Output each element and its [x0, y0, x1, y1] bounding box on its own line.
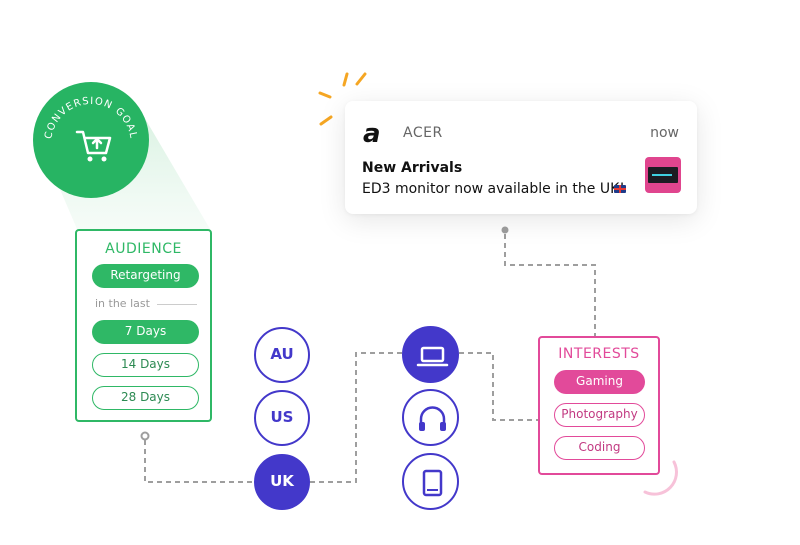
conversion-goal-label: CONVERSION GOAL — [43, 96, 138, 140]
audience-connector — [144, 440, 254, 483]
shopping-cart-icon — [75, 130, 112, 162]
country-device-connector — [310, 352, 402, 483]
notification-body: ED3 monitor now available in the UK! — [362, 181, 625, 197]
duration-option-7-days[interactable]: 7 Days — [92, 320, 199, 344]
country-option-us[interactable]: US — [254, 390, 310, 446]
notification-time: now — [650, 125, 679, 141]
monitor-screen — [648, 167, 678, 183]
device-option-laptop[interactable] — [402, 326, 459, 383]
interest-option-gaming[interactable]: Gaming — [554, 370, 645, 394]
device-option-tablet[interactable] — [402, 453, 459, 510]
country-option-uk[interactable]: UK — [254, 454, 310, 510]
device-option-headphones[interactable] — [402, 389, 459, 446]
acer-logo-icon: a — [363, 119, 381, 149]
headphones-icon — [419, 406, 446, 431]
duration-option-28-days[interactable]: 28 Days — [92, 386, 199, 410]
audience-title: AUDIENCE — [105, 241, 182, 257]
spark-lines — [318, 72, 367, 126]
retargeting-chip[interactable]: Retargeting — [92, 264, 199, 288]
in-the-last-divider — [157, 304, 197, 305]
interest-option-photography[interactable]: Photography — [554, 403, 645, 427]
interests-panel: INTERESTS Gaming Photography Coding — [538, 336, 660, 475]
country-option-au[interactable]: AU — [254, 327, 310, 383]
conversion-goal-badge: CONVERSION GOAL — [33, 82, 149, 198]
interests-title: INTERESTS — [558, 346, 640, 362]
audience-panel: AUDIENCE Retargeting in the last 7 Days … — [75, 229, 212, 422]
uk-flag-icon — [614, 185, 626, 193]
in-the-last-label: in the last — [95, 297, 150, 310]
notification-app-name: ACER — [403, 125, 443, 141]
tablet-icon — [422, 469, 443, 497]
interest-option-coding[interactable]: Coding — [554, 436, 645, 460]
push-notification-card[interactable]: a ACER now New Arrivals ED3 monitor now … — [345, 101, 697, 214]
notification-connector — [504, 234, 596, 336]
interests-arc — [643, 460, 678, 496]
notification-connector-dot — [501, 226, 509, 234]
audience-connector-dot — [140, 431, 150, 441]
device-interest-connector — [459, 352, 538, 421]
laptop-icon — [416, 346, 449, 367]
duration-option-14-days[interactable]: 14 Days — [92, 353, 199, 377]
monitor-thumbnail — [645, 157, 681, 193]
notification-title: New Arrivals — [362, 160, 463, 176]
